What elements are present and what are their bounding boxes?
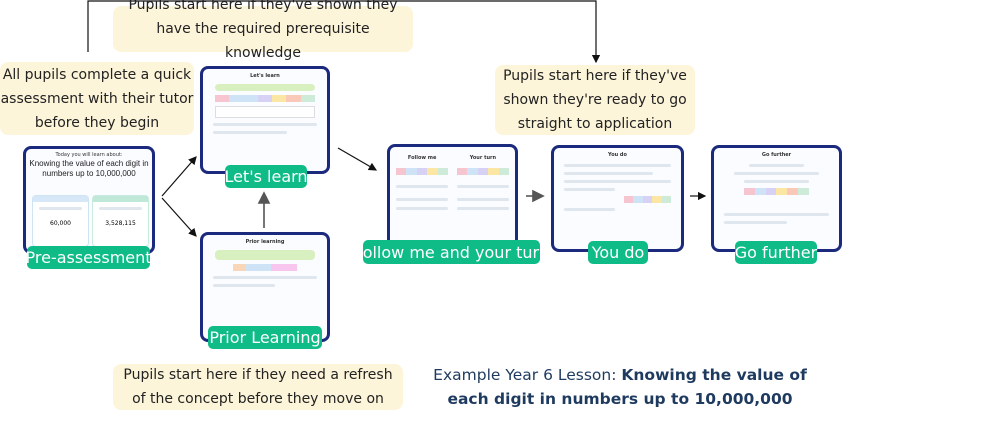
stage-label-follow-me[interactable]: Follow me and your turn: [354, 240, 549, 264]
arrow-to-prior-learning: [161, 197, 197, 237]
lets-learn-thumbnail[interactable]: Let's learn: [200, 66, 330, 174]
example-lesson-caption: Example Year 6 Lesson: Knowing the value…: [430, 363, 810, 411]
stage-label-prior-learning[interactable]: Prior Learning: [208, 326, 322, 349]
prior-learning-thumbnail[interactable]: Prior learning: [200, 232, 330, 342]
note-refresh: Pupils start here if they need a refresh…: [113, 364, 403, 410]
thumb-title: You do: [608, 152, 627, 158]
stage-label-go-further[interactable]: Go further: [734, 241, 818, 264]
go-further-thumbnail[interactable]: Go further: [711, 145, 842, 252]
you-do-thumbnail[interactable]: You do: [551, 145, 684, 252]
arrow-to-follow-me: [337, 147, 378, 171]
note-all-pupils: All pupils complete a quick assessment w…: [0, 62, 194, 135]
thumb-title: Let's learn: [250, 73, 280, 79]
pre-assessment-thumbnail[interactable]: Today you will learn about: Knowing the …: [23, 146, 155, 254]
top-bypass-arrow: [87, 0, 601, 64]
thumb-left-value: 60,000: [50, 220, 71, 227]
thumb-title: Go further: [761, 152, 792, 158]
note-application: Pupils start here if they've shown they'…: [495, 65, 695, 135]
thumb-title: Follow me: [407, 155, 437, 161]
example-title: Knowing the value of each digit in numbe…: [447, 366, 807, 408]
thumb-heading: Today you will learn about:: [55, 152, 123, 158]
stage-label-pre-assessment[interactable]: Pre-assessment: [25, 246, 152, 269]
thumb-title: Prior learning: [245, 239, 285, 245]
arrow-to-lets-learn: [161, 156, 197, 197]
thumb-title: Knowing the value of each digit in numbe…: [29, 159, 149, 178]
stage-label-you-do[interactable]: You do: [588, 241, 648, 264]
stage-label-lets-learn[interactable]: Let's learn: [224, 165, 308, 188]
note-prerequisite: Pupils start here if they've shown they …: [113, 0, 413, 61]
thumb-right-value: 3,528,115: [105, 220, 136, 227]
follow-me-thumbnail[interactable]: Follow me Your turn: [387, 144, 518, 248]
example-prefix: Example Year 6 Lesson:: [433, 366, 622, 384]
thumb-title: Your turn: [469, 155, 497, 161]
